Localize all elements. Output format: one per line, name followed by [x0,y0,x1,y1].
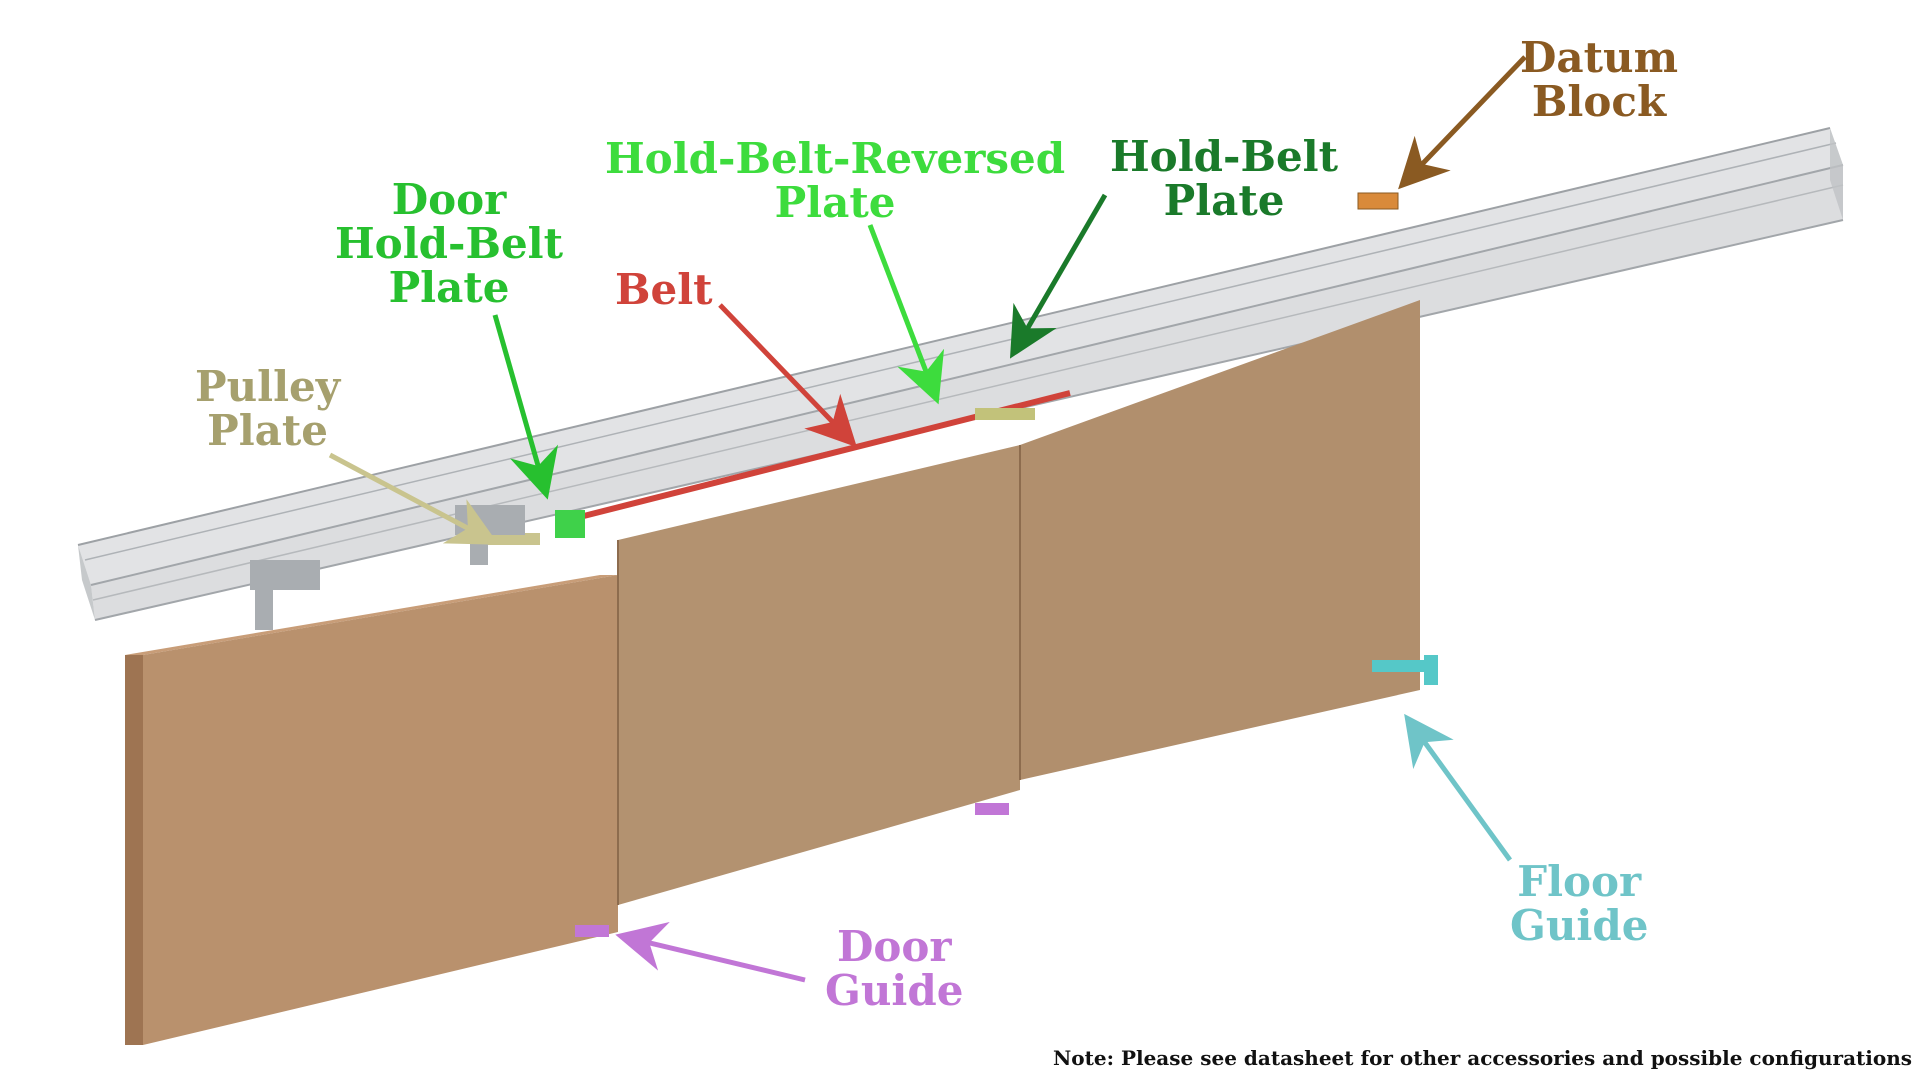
door-hold-belt-plate-arrow [492,314,559,500]
label-door-guide: Door Guide [825,922,964,1016]
label-datum-block: Datum Block [1520,33,1679,127]
door-panel-left [125,575,618,1045]
door-guide-arrow [615,921,806,983]
belt-arrow [718,303,857,448]
label-belt: Belt [615,265,713,314]
hold-belt-plate-arrow [1009,193,1108,359]
datum-block [1357,192,1399,210]
door-hold-belt-plate [555,510,585,538]
pulley-plate-arrow [328,452,499,545]
label-pulley-plate: Pulley Plate [195,362,341,456]
datum-block-arrow [1398,55,1527,190]
label-door-hold-belt-plate: Door Hold-Belt Plate [335,175,564,313]
hold-belt-plate [975,408,1035,420]
floor-guide [1372,660,1432,672]
door-guide-left [575,925,609,937]
label-floor-guide: Floor Guide [1510,857,1649,951]
door-panel-right [1019,300,1420,780]
label-hold-belt-reversed-plate: Hold-Belt-Reversed Plate [605,134,1066,228]
configuration-note: Note: Please see datasheet for other acc… [1053,1046,1912,1070]
label-hold-belt-plate: Hold-Belt Plate [1110,132,1339,226]
floor-guide-arrow [1404,713,1513,862]
floor-guide-post [1424,655,1438,685]
hold-belt-reversed-plate-arrow [867,224,945,405]
door-guide-middle [975,803,1009,815]
door-panel-middle [617,445,1020,905]
